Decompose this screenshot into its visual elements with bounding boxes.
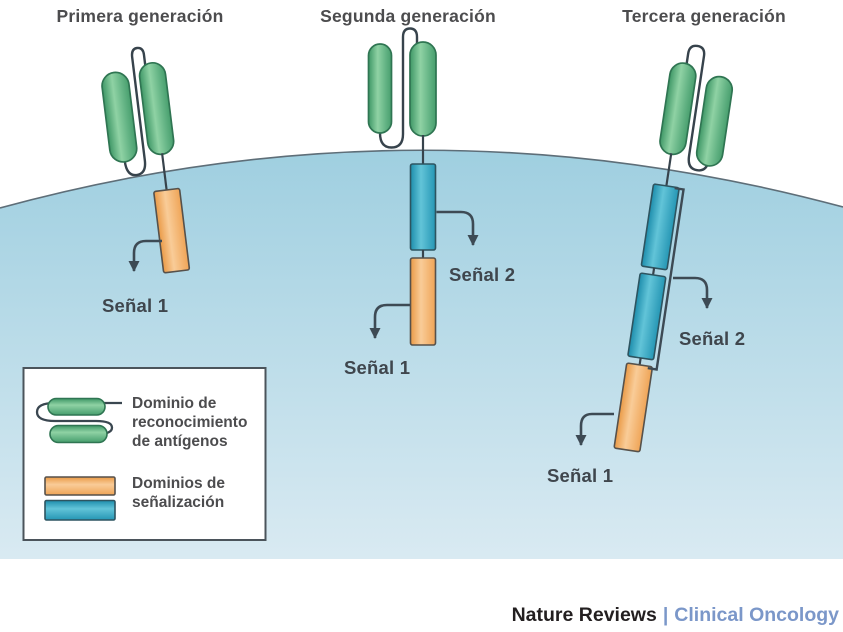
signal-2-arrow (673, 276, 713, 309)
legend-signaling-domains-label: Dominios de señalización (132, 475, 226, 512)
cell-membrane-line (0, 149, 843, 209)
signaling-domain-orange (153, 187, 191, 274)
scfv-linker-loop (122, 46, 147, 177)
subjournal-name: Clinical Oncology (674, 604, 839, 626)
legend-antigen-domain-label: Dominio de reconocimiento de antígenos (132, 395, 248, 451)
second-generation-car (367, 27, 437, 346)
antigen-recognition-domain (101, 71, 138, 163)
third-generation-car (613, 44, 734, 453)
legend-blue-signaling-swatch (44, 499, 116, 521)
legend (22, 367, 267, 541)
signaling-domain-orange (613, 362, 654, 453)
signal-1-arrow (369, 303, 410, 339)
costimulatory-bracket (647, 186, 685, 371)
antigen-recognition-domain (695, 75, 734, 167)
scfv-linker-loop (378, 27, 419, 149)
third-generation-title: Tercera generación (622, 6, 786, 26)
first-generation-title: Primera generación (56, 6, 224, 26)
signal-1-arrow (128, 239, 162, 272)
gen2-signal-2-label: Señal 2 (449, 264, 516, 285)
journal-separator: | (662, 604, 669, 626)
signal-2-arrow (436, 210, 479, 246)
second-generation-title: Segunda generación (320, 6, 496, 26)
gen1-signal-1-label: Señal 1 (102, 295, 169, 316)
transmembrane-stem (161, 153, 168, 193)
legend-orange-signaling-swatch (44, 476, 116, 496)
gen2-signal-1-label: Señal 1 (344, 357, 411, 378)
transmembrane-stem (665, 153, 673, 188)
journal-credit: Nature Reviews|Clinical Oncology (512, 604, 839, 627)
gen3-signal-2-label: Señal 2 (679, 328, 746, 349)
scfv-linker-loop (685, 44, 711, 172)
legend-scfv-linker (35, 401, 122, 436)
signal-1-arrow (575, 412, 614, 446)
signaling-domain-blue (409, 163, 437, 251)
legend-antigen-domain-pill (49, 424, 108, 444)
gen3-signal-1-label: Señal 1 (547, 465, 614, 486)
legend-antigen-domain-pill (47, 397, 106, 416)
antigen-recognition-domain (409, 41, 437, 137)
antigen-recognition-domain (367, 43, 393, 134)
first-generation-car (101, 46, 191, 274)
signaling-domain-orange (409, 257, 437, 346)
journal-name: Nature Reviews (511, 604, 657, 626)
